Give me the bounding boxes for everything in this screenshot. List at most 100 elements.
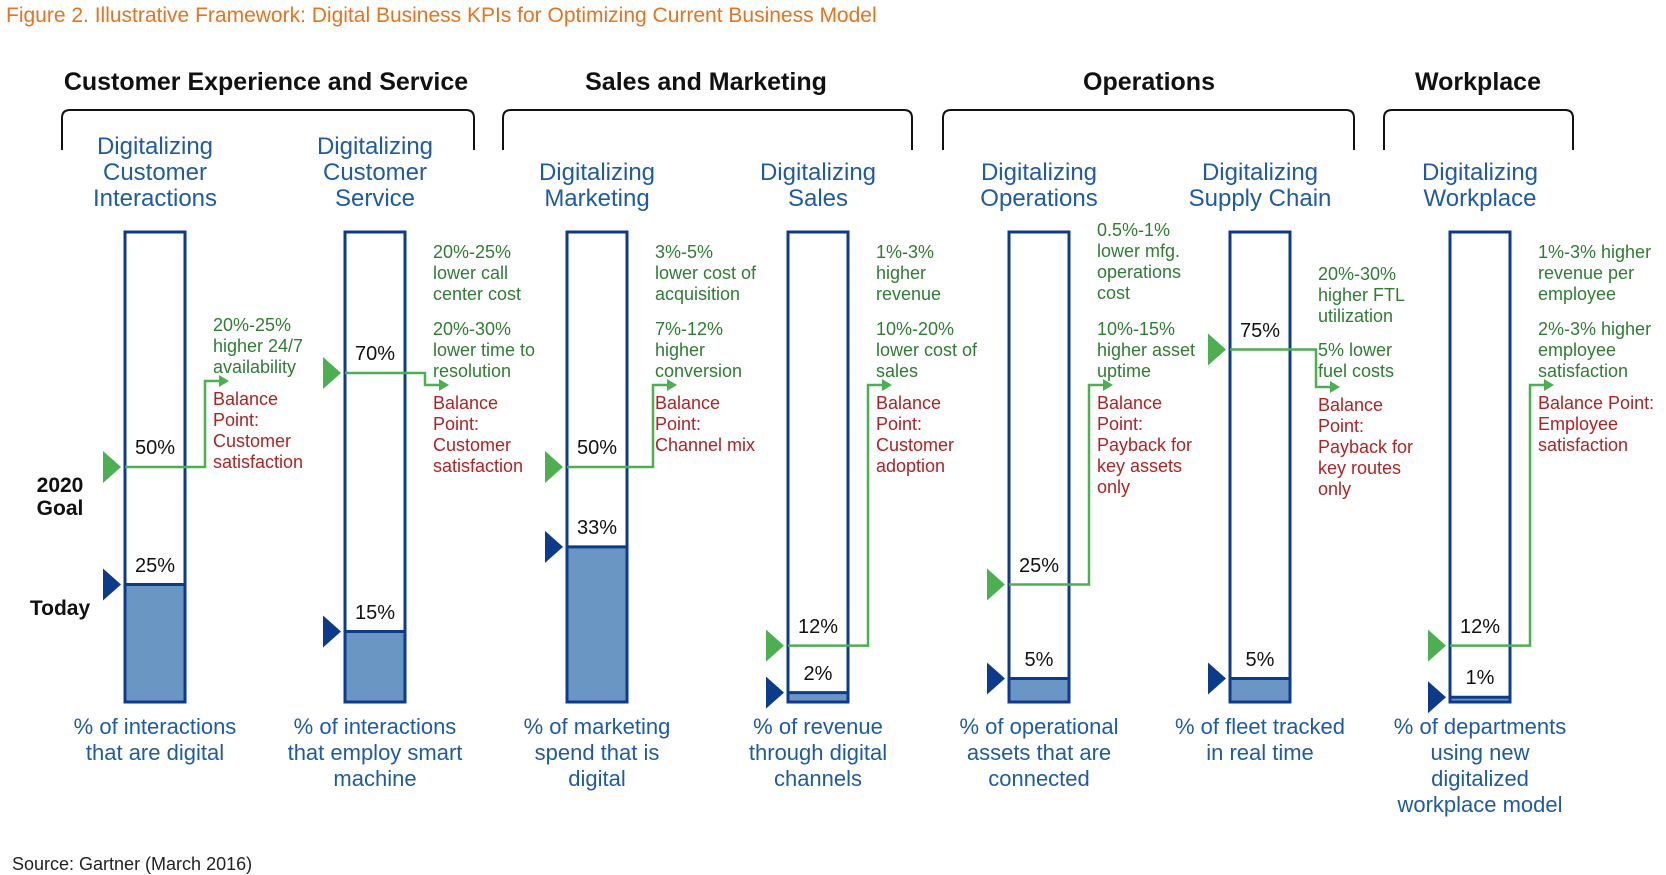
column-title-line: Digitalizing: [980, 159, 1098, 186]
goal-marker-icon: [987, 568, 1005, 601]
today-marker-icon: [766, 676, 784, 709]
today-percent: 1%: [1465, 667, 1495, 690]
benefit-text-line: operations: [1097, 262, 1182, 282]
today-marker-icon: [1428, 681, 1446, 714]
metric-label-line: in real time: [1206, 740, 1314, 765]
metric-label-line: using new: [1430, 740, 1530, 765]
figure-title: Figure 2. Illustrative Framework: Digita…: [6, 4, 877, 27]
metric-label-line: channels: [773, 766, 863, 791]
bar-fill-today: [1450, 697, 1510, 702]
benefit-text-line: resolution: [433, 361, 512, 381]
metric-label-line: % of revenue: [753, 714, 883, 739]
benefit-text-line: higher FTL: [1318, 285, 1406, 305]
metric-label-line: % of marketing: [523, 714, 671, 739]
goal-percent: 12%: [797, 615, 839, 638]
bar-outline: [786, 230, 850, 704]
balance-point-line: key routes: [1318, 458, 1402, 478]
bar-fill-today: [1009, 678, 1069, 702]
metric-label-line: digitalized: [1431, 766, 1529, 791]
column-title-line: Digitalizing: [1201, 159, 1319, 186]
balance-point-line: Balance: [876, 393, 942, 413]
column-title-line: Workplace: [1423, 185, 1537, 212]
callout-arrowhead: [1103, 379, 1113, 391]
goal-marker-icon: [323, 357, 341, 389]
balance-point-line: Customer: [433, 435, 512, 455]
group-title: Sales and Marketing: [585, 68, 827, 96]
benefit-text-line: cost: [1097, 283, 1131, 303]
metric-label-line: that are digital: [85, 740, 225, 765]
balance-point-line: Point:: [1318, 416, 1365, 436]
balance-point-line: Point:: [213, 410, 260, 430]
balance-point-line: Customer: [213, 431, 292, 451]
benefit-text-line: employee: [1538, 284, 1617, 304]
metric-label-line: digital: [568, 766, 626, 791]
benefit-text-line: higher: [655, 340, 706, 360]
benefit-text-line: conversion: [655, 361, 743, 381]
column-title-line: Digitalizing: [538, 159, 656, 186]
bar-fill-today: [125, 584, 185, 702]
balance-point-line: Point:: [433, 414, 480, 434]
balance-point-line: Balance: [655, 393, 721, 413]
goal-marker-icon: [1208, 333, 1226, 366]
metric-label-line: connected: [988, 766, 1090, 791]
column-title-line: Digitalizing: [316, 133, 434, 160]
balance-point-line: Point:: [655, 414, 702, 434]
benefit-text-line: employee: [1538, 340, 1617, 360]
metric-label-line: % of operational: [959, 714, 1119, 739]
column-title-line: Digitalizing: [96, 133, 214, 160]
benefit-text-line: higher 24/7: [213, 336, 304, 356]
goal-marker-icon: [545, 451, 563, 483]
metric-label-line: through digital: [748, 740, 888, 765]
metric-label-line: % of interactions: [293, 714, 457, 739]
goal-label: 2020 Goal: [30, 474, 90, 520]
benefit-text-line: lower mfg.: [1097, 241, 1181, 261]
goal-step-line: [1230, 348, 1330, 389]
metric-label-line: % of departments: [1393, 714, 1567, 739]
benefit-text-line: lower cost of: [655, 263, 757, 283]
benefit-text-line: 5% lower: [1318, 340, 1393, 360]
column-title-line: Sales: [787, 185, 849, 212]
metric-label-line: % of interactions: [73, 714, 237, 739]
metric-label-line: spend that is: [534, 740, 660, 765]
goal-step-line: [1009, 383, 1103, 586]
today-marker-icon: [987, 662, 1005, 695]
balance-point-line: Point:: [876, 414, 923, 434]
balance-point-line: Employee: [1538, 414, 1619, 434]
callout-arrowhead: [667, 379, 677, 391]
column-title-line: Customer: [102, 159, 208, 186]
column-title-line: Customer: [322, 159, 428, 186]
balance-point-line: Payback for: [1097, 435, 1193, 455]
bar-fill-today: [567, 546, 627, 702]
bar-outline: [1228, 230, 1292, 704]
goal-label-line1: 2020: [36, 474, 84, 497]
metric-label-line: % of fleet tracked: [1175, 714, 1345, 739]
callout-arrowhead: [439, 379, 449, 391]
column-title-line: Interactions: [92, 185, 218, 212]
benefit-text-line: center cost: [433, 284, 522, 304]
balance-point-line: Payback for: [1318, 437, 1414, 457]
callout-arrowhead: [1330, 381, 1340, 393]
goal-step-line: [788, 383, 882, 647]
column-title-line: Service: [334, 185, 416, 212]
benefit-text-line: satisfaction: [1538, 361, 1629, 381]
benefit-text-line: revenue per: [1538, 263, 1635, 283]
benefit-text-line: 10%-20%: [876, 319, 955, 339]
goal-marker-icon: [766, 629, 784, 662]
balance-point-line: only: [1097, 477, 1131, 497]
today-percent: 33%: [576, 516, 618, 539]
benefit-text-line: sales: [876, 361, 919, 381]
balance-point-line: key assets: [1097, 456, 1183, 476]
metric-label-line: workplace model: [1397, 792, 1563, 817]
balance-point-line: Balance Point:: [1538, 393, 1655, 413]
today-percent: 5%: [1024, 648, 1054, 671]
group-bracket: [1383, 109, 1574, 150]
benefit-text-line: 0.5%-1%: [1097, 220, 1171, 240]
callout-arrowhead: [219, 375, 229, 387]
column-title-line: Supply Chain: [1188, 185, 1332, 212]
metric-label-line: that employ smart: [287, 740, 463, 765]
balance-point-line: Balance: [213, 389, 279, 409]
balance-point-line: only: [1318, 479, 1352, 499]
balance-point-line: Balance: [433, 393, 499, 413]
benefit-text-line: availability: [213, 357, 297, 377]
